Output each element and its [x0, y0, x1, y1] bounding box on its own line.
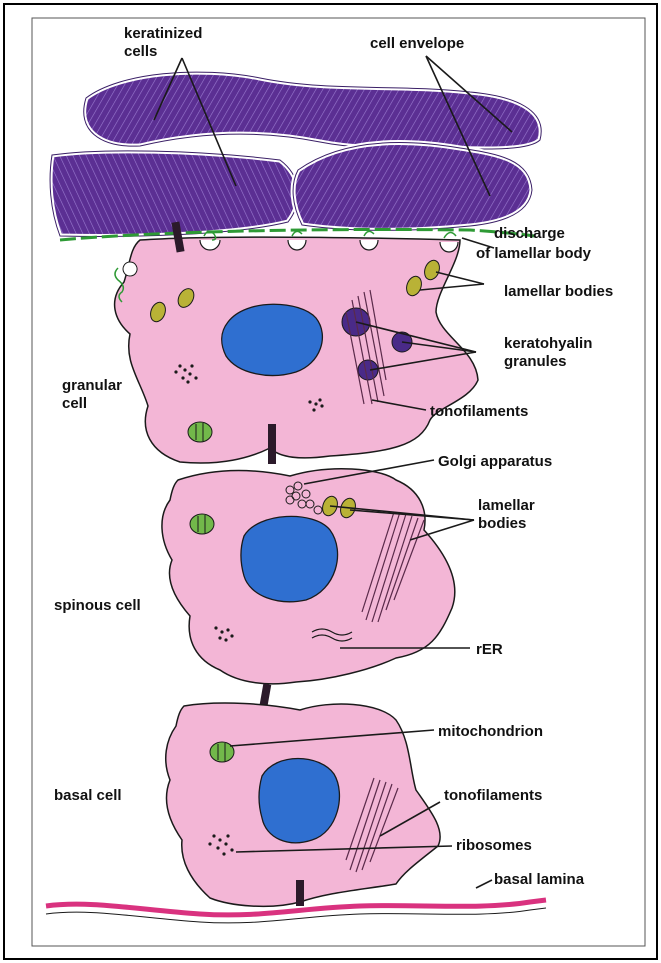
- label-keratinized-cells-2: cells: [124, 43, 157, 60]
- label-keratohyalin-1: keratohyalin: [504, 335, 592, 352]
- mitochondrion-icon: [188, 422, 212, 442]
- label-keratinized-cells-1: keratinized: [124, 25, 202, 42]
- nucleus-icon: [259, 759, 339, 843]
- desmosome-icon: [296, 880, 304, 906]
- label-ribosomes: ribosomes: [456, 837, 532, 854]
- mitochondrion-icon: [210, 742, 234, 762]
- keratinized-cells: [50, 72, 541, 236]
- mitochondrion-icon: [190, 514, 214, 534]
- label-golgi: Golgi apparatus: [438, 453, 552, 470]
- label-granular-cell-2: cell: [62, 395, 87, 412]
- label-discharge-2: of lamellar body: [476, 245, 592, 262]
- label-lamellar-bodies-mid-2: bodies: [478, 515, 526, 532]
- label-spinous-cell: spinous cell: [54, 597, 141, 614]
- nucleus-icon: [222, 304, 323, 375]
- label-tonofilaments-bottom: tonofilaments: [444, 787, 542, 804]
- granular-cell: [115, 222, 478, 464]
- label-tonofilaments-top: tonofilaments: [430, 403, 528, 420]
- label-mitochondrion: mitochondrion: [438, 723, 543, 740]
- label-basal-lamina: basal lamina: [494, 871, 585, 888]
- label-rer: rER: [476, 641, 503, 658]
- nucleus-icon: [241, 516, 338, 601]
- label-discharge-1: discharge: [494, 225, 565, 242]
- label-lamellar-bodies-top: lamellar bodies: [504, 283, 613, 300]
- label-keratohyalin-2: granules: [504, 353, 567, 370]
- spinous-cell: [162, 469, 455, 723]
- label-basal-cell: basal cell: [54, 787, 122, 804]
- label-lamellar-bodies-mid-1: lamellar: [478, 497, 535, 514]
- label-cell-envelope: cell envelope: [370, 35, 464, 52]
- label-granular-cell-1: granular: [62, 377, 122, 394]
- desmosome-icon: [268, 424, 276, 464]
